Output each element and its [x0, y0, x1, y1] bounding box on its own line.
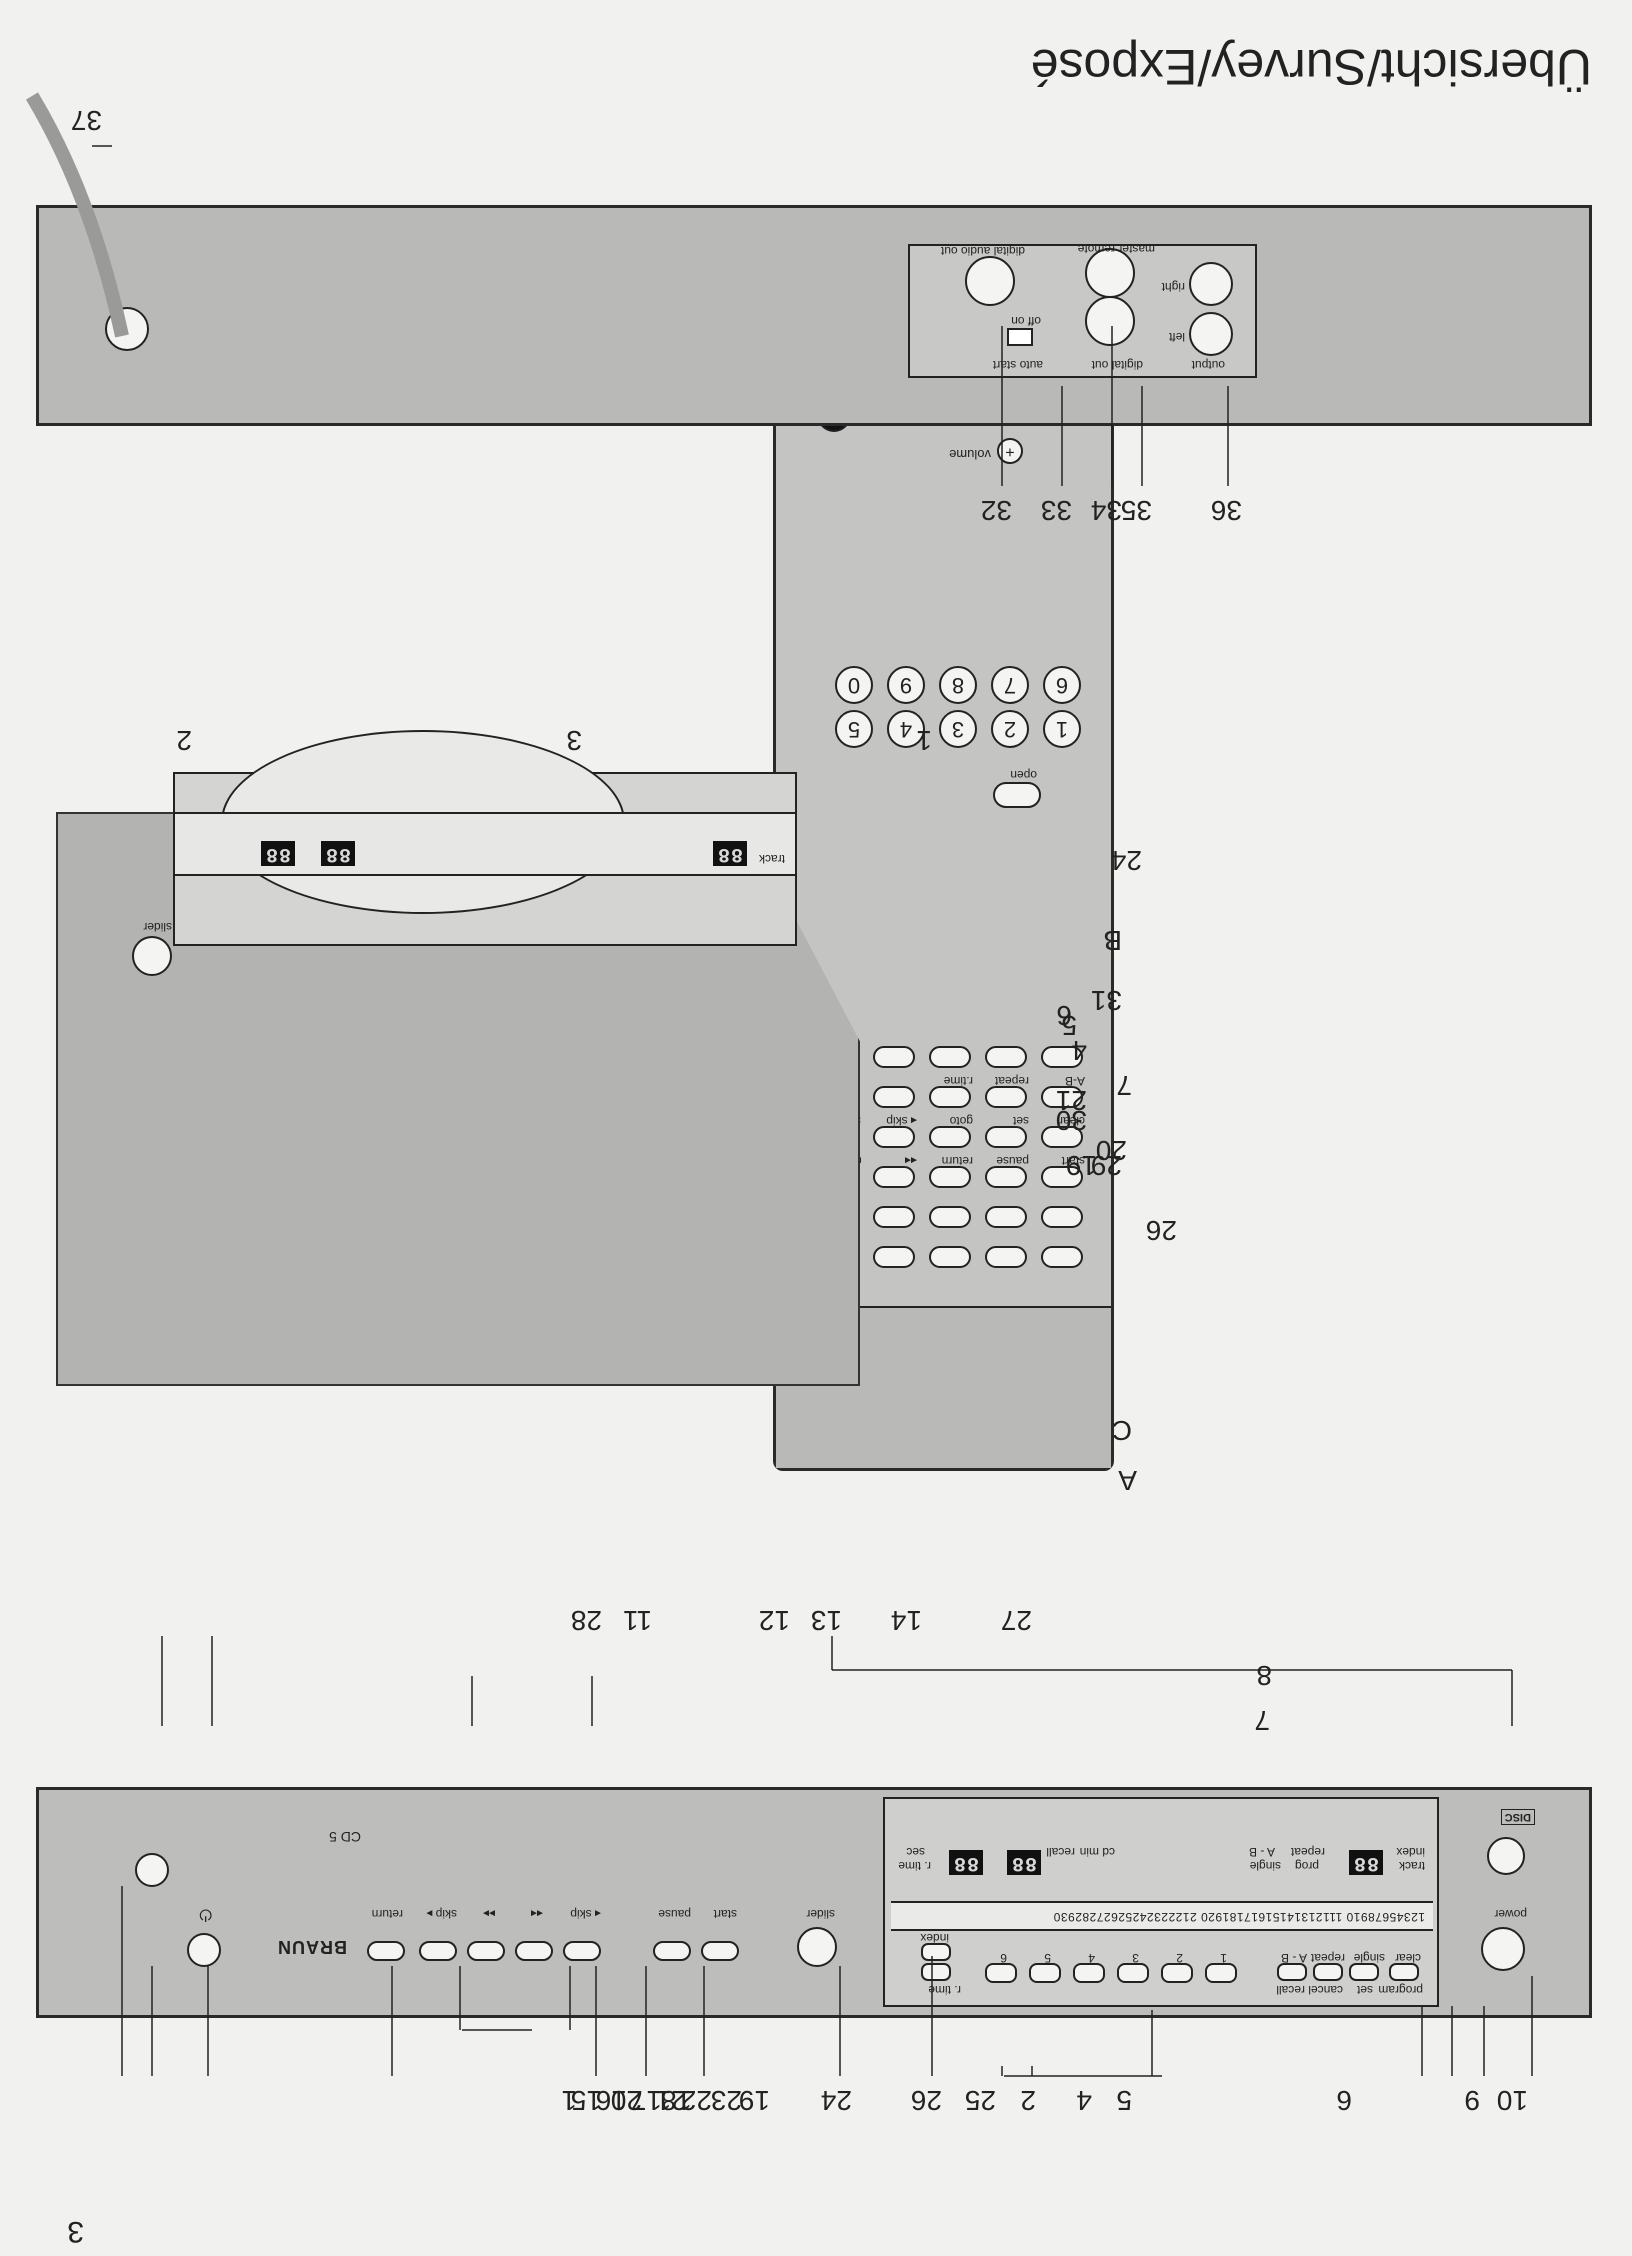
rear-callout-33: 33	[1040, 495, 1072, 526]
rear-callout-35: 35	[1120, 495, 1152, 526]
rear-callout-37: 37	[70, 105, 102, 136]
rear-callout-32: 32	[980, 495, 1012, 526]
rear-callout-34: 34	[1090, 495, 1122, 526]
rear-callout-36: 36	[1210, 495, 1242, 526]
